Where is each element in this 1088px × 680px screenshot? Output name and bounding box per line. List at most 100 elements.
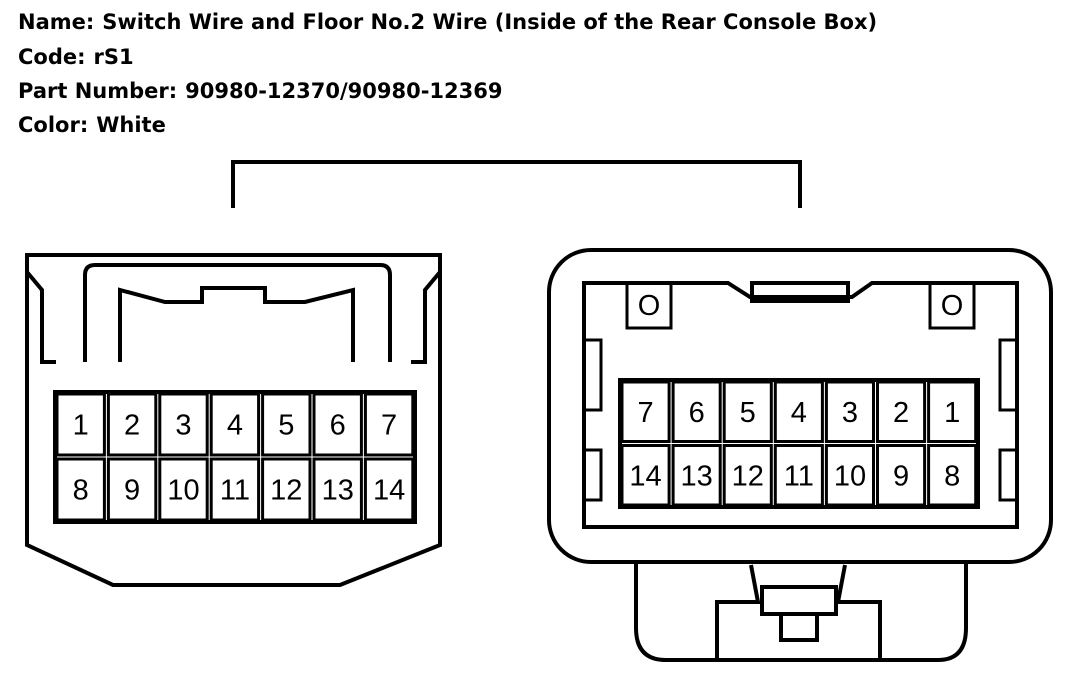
code-value: rS1: [93, 45, 134, 69]
left-connector-outer-ledge-right: [411, 270, 442, 364]
terminal-number: 12: [732, 460, 764, 492]
part-number-value: 90980-12370/90980-12369: [185, 79, 503, 103]
terminal-cell: 3: [824, 380, 876, 443]
right-connector-housing-tab: [634, 562, 968, 662]
right-connector-side-guide-left-top: [582, 338, 603, 412]
right-connector-corner-block-right: [928, 281, 976, 330]
terminal-number: 5: [278, 410, 294, 442]
terminal-cell-box: [927, 444, 978, 507]
color-value: White: [96, 113, 166, 137]
terminal-cell: 3: [158, 392, 209, 457]
terminal-cell-box: [773, 380, 824, 443]
terminal-cell: 7: [363, 392, 415, 457]
terminal-cell-box: [773, 444, 824, 507]
terminal-cell-box: [671, 444, 722, 507]
right-connector-side-guide-right-top: [998, 338, 1019, 412]
terminal-cell-box: [261, 392, 312, 457]
color-label: Color:: [18, 113, 89, 137]
terminal-cell-box: [620, 444, 671, 507]
terminal-cell: 13: [312, 457, 363, 522]
terminal-cell-box: [55, 457, 106, 522]
right-connector-inner-frame: [582, 281, 1019, 529]
left-connector-cavity-block: [53, 390, 417, 524]
left-connector-body: [25, 253, 442, 587]
terminal-cell-box: [722, 380, 773, 443]
terminal-cell-box: [671, 380, 722, 443]
name-value: Switch Wire and Floor No.2 Wire (Inside …: [102, 10, 878, 34]
terminal-cell-box: [209, 457, 261, 522]
right-connector-tab-slot-notch: [779, 612, 819, 642]
terminal-number: 1: [73, 410, 89, 442]
terminal-number: 2: [893, 397, 909, 429]
terminal-cell-box: [363, 392, 415, 457]
terminal-number: 12: [270, 475, 302, 507]
terminal-number: 10: [834, 460, 866, 492]
right-connector-corner-block-left: [625, 281, 673, 330]
left-connector-lock-frame: [83, 263, 392, 362]
right-connector-tab-lock: [715, 564, 882, 660]
terminal-cell-box: [106, 392, 158, 457]
terminal-cell: 9: [106, 457, 158, 522]
right-connector-side-guide-right-bottom: [998, 448, 1019, 502]
terminal-cell: 5: [722, 380, 773, 443]
terminal-cell: 9: [876, 444, 927, 507]
terminal-cell: 11: [773, 444, 824, 507]
terminal-cell-box: [312, 457, 363, 522]
terminal-number: 14: [629, 460, 661, 492]
right-connector-latch: [750, 281, 850, 303]
name-line: Name: Switch Wire and Floor No.2 Wire (In…: [18, 12, 877, 33]
terminal-number: 13: [681, 460, 713, 492]
terminal-number: 14: [373, 475, 405, 507]
terminal-cell-box: [824, 444, 876, 507]
terminal-cell: 2: [106, 392, 158, 457]
terminal-cell-box: [824, 380, 876, 443]
right-connector-marker-right: O: [941, 290, 964, 322]
terminal-number: 13: [322, 475, 354, 507]
terminal-number: 3: [842, 397, 858, 429]
terminal-cell: 6: [312, 392, 363, 457]
name-label: Name:: [18, 10, 95, 34]
terminal-cell: 5: [261, 392, 312, 457]
terminal-cell-box: [722, 444, 773, 507]
terminal-number: 3: [175, 410, 191, 442]
terminal-cell-box: [209, 392, 261, 457]
terminal-cell-box: [876, 444, 927, 507]
left-connector-lock-inner: [118, 286, 355, 362]
terminal-number: 2: [124, 410, 140, 442]
terminal-number: 5: [740, 397, 756, 429]
terminal-cell-box: [106, 457, 158, 522]
terminal-cell-box: [158, 392, 209, 457]
terminal-number: 11: [220, 475, 250, 507]
right-connector-side-guide-left-bottom: [582, 448, 603, 502]
terminal-cell: 14: [363, 457, 415, 522]
terminal-cell: 12: [722, 444, 773, 507]
terminal-cell-box: [363, 457, 415, 522]
terminal-number: 10: [167, 475, 199, 507]
terminal-cell: 7: [620, 380, 671, 443]
terminal-cell: 8: [927, 444, 978, 507]
terminal-cell: 4: [209, 392, 261, 457]
terminal-cell: 14: [620, 444, 671, 507]
code-line: Code:rS1: [18, 47, 134, 68]
terminal-number: 6: [689, 397, 705, 429]
terminal-cell-box: [312, 392, 363, 457]
terminal-cell: 1: [927, 380, 978, 443]
color-line: Color: White: [18, 115, 166, 136]
connector-bracket: [231, 160, 802, 208]
terminal-cell: 1: [55, 392, 106, 457]
terminal-cell: 11: [209, 457, 261, 522]
terminal-cell: 4: [773, 380, 824, 443]
part-number-label: Part Number:: [18, 79, 178, 103]
terminal-number: 9: [893, 460, 909, 492]
terminal-cell-box: [158, 457, 209, 522]
terminal-number: 8: [944, 460, 960, 492]
right-connector-tab-slot: [760, 585, 838, 616]
terminal-cell: 8: [55, 457, 106, 522]
terminal-number: 7: [637, 397, 653, 429]
terminal-cell: 2: [876, 380, 927, 443]
